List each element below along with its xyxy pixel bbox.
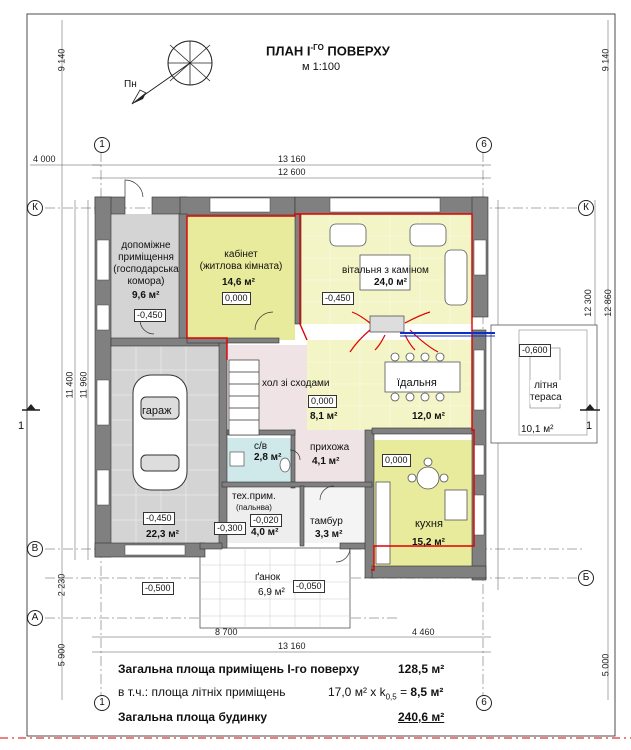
- plan-scale: м 1:100: [302, 61, 341, 73]
- room-office-area: 14,6 м²: [222, 277, 255, 288]
- dim-bottom-left: 8 700: [215, 627, 238, 637]
- axis-k-right: К: [578, 200, 594, 216]
- room-garage-area: 22,3 м²: [146, 529, 179, 540]
- room-terrace-name: літня тераса: [530, 380, 562, 404]
- room-garage-level: -0,450: [143, 512, 175, 525]
- vestibule-fill: [303, 488, 365, 543]
- room-porch-name: ґанок: [255, 572, 281, 583]
- room-tech-level: -0,020: [250, 514, 282, 527]
- section-marker-left: [22, 404, 40, 411]
- section-label-left: 1: [18, 420, 25, 432]
- room-garage-name: гараж: [142, 405, 172, 417]
- axis-6-bottom: 6: [476, 695, 492, 711]
- summary-summer-calc-text: 17,0 м² x k: [328, 685, 386, 699]
- dining-table: [384, 352, 461, 402]
- axis-a-left: А: [27, 610, 43, 626]
- room-hall-area: 8,1 м²: [310, 411, 338, 422]
- room-aux-level: -0,450: [134, 309, 166, 322]
- dim-left-v2: 11 400: [64, 371, 75, 399]
- dim-top-inner: 12 600: [278, 167, 306, 177]
- room-kitchen-area: 15,2 м²: [412, 537, 445, 548]
- dim-left-offset: 4 000: [33, 154, 56, 164]
- room-office-level: 0,000: [222, 292, 251, 305]
- dim-top-total: 13 160: [278, 154, 306, 164]
- room-tech-name: тех.прим.: [232, 491, 276, 502]
- room-porch-level: -0,050: [293, 580, 325, 593]
- plan-title-end: ПОВЕРХУ: [323, 43, 390, 59]
- room-entry-name: прихожа: [310, 442, 350, 453]
- windows: [96, 197, 487, 556]
- axis-k-left: К: [27, 200, 43, 216]
- summary-summer-value: 8,5 м²: [410, 685, 444, 699]
- plan-title: ПЛАН I-ГО ПОВЕРХУ: [266, 43, 390, 58]
- outside-level: -0,500: [142, 582, 174, 595]
- summary-summer-label: в т.ч.: площа літніх приміщень: [118, 685, 286, 699]
- plan-title-main: ПЛАН I: [266, 43, 311, 59]
- dim-left-v1: 9 140: [56, 48, 67, 72]
- room-hall-name: хол зі сходами: [262, 378, 330, 389]
- sheet-frame: [26, 13, 616, 737]
- dim-right-v2: 12 300: [582, 289, 593, 317]
- dim-bottom-right: 4 460: [412, 627, 435, 637]
- dim-right-v1: 9 140: [600, 48, 611, 72]
- heated-zone-outline: [186, 213, 475, 571]
- summary-summer-k-sub: 0,5: [385, 692, 397, 702]
- room-aux-name: допоміжне приміщення (господарська комор…: [113, 240, 179, 287]
- summary-total-floor-label: Загальна площа приміщень I-го поверху: [118, 662, 360, 676]
- summary-house-total-value: 240,6 м²: [398, 710, 445, 724]
- living-furniture: [329, 223, 468, 333]
- axis-v-left: В: [27, 541, 43, 557]
- stairs-icon: [228, 359, 260, 436]
- room-hall-level: 0,000: [308, 395, 337, 408]
- north-label: Пн: [124, 79, 137, 90]
- dim-left-v3: 11 960: [78, 371, 89, 399]
- summary-summer-calc: 17,0 м² x k0,5 = 8,5 м²: [328, 685, 443, 701]
- summary-summer-eq: =: [396, 685, 411, 699]
- axis-6-top: 6: [476, 137, 492, 153]
- summary-house-total-label: Загальна площа будинку: [118, 710, 267, 724]
- room-living-area: 24,0 м²: [374, 277, 407, 288]
- summary-total-floor-value: 128,5 м²: [398, 662, 445, 676]
- dim-right-v3: 12 860: [602, 289, 613, 317]
- wc-fixtures: [229, 451, 291, 473]
- dim-left-v4: 2 230: [56, 573, 67, 597]
- flue-pipe: [400, 332, 495, 337]
- kitchen-furniture: [375, 457, 468, 565]
- axis-b-right: Б: [578, 570, 594, 586]
- room-aux-area: 9,6 м²: [132, 290, 160, 301]
- fireplace-heat-arrows: [349, 311, 439, 353]
- dim-left-v5: 5 900: [56, 643, 67, 667]
- room-dining-name: їдальня: [397, 377, 437, 389]
- room-wc-name: с/в: [254, 441, 268, 452]
- dim-bottom-total: 13 160: [278, 641, 306, 651]
- room-office-name: кабінет (житлова кімната): [199, 249, 283, 272]
- office-fill: [187, 216, 295, 340]
- room-living-level: -0,450: [322, 292, 354, 305]
- room-vestibule-area: 3,3 м²: [315, 529, 343, 540]
- room-tech-area: 4,0 м²: [251, 527, 279, 538]
- entry-fill: [295, 430, 365, 484]
- dim-right-v4: 5 000: [600, 653, 611, 677]
- room-kitchen-name: кухня: [415, 518, 443, 530]
- room-wc-area: 2,8 м²: [254, 452, 282, 463]
- section-marker-right: [580, 404, 600, 411]
- plan-title-sup: -ГО: [310, 43, 324, 52]
- room-tech-level-2: -0,300: [214, 522, 246, 535]
- room-kitchen-level: 0,000: [382, 454, 411, 467]
- room-entry-area: 4,1 м²: [312, 456, 340, 467]
- room-porch-area: 6,9 м²: [258, 587, 285, 598]
- room-dining-area: 12,0 м²: [412, 411, 445, 422]
- room-tech-sub: (пальнва): [236, 503, 272, 512]
- room-terrace-level: -0,600: [519, 344, 551, 357]
- porch-slab: [199, 547, 351, 629]
- room-terrace-area: 10,1 м²: [521, 424, 554, 435]
- section-label-right: 1: [586, 420, 593, 432]
- car-icon: [132, 374, 188, 491]
- axis-1-bottom: 1: [94, 695, 110, 711]
- axis-1-top: 1: [94, 137, 110, 153]
- room-living-name: вітальня з каміном: [342, 265, 429, 276]
- room-vestibule-name: тамбур: [310, 516, 343, 527]
- north-arrow-icon: [131, 40, 213, 105]
